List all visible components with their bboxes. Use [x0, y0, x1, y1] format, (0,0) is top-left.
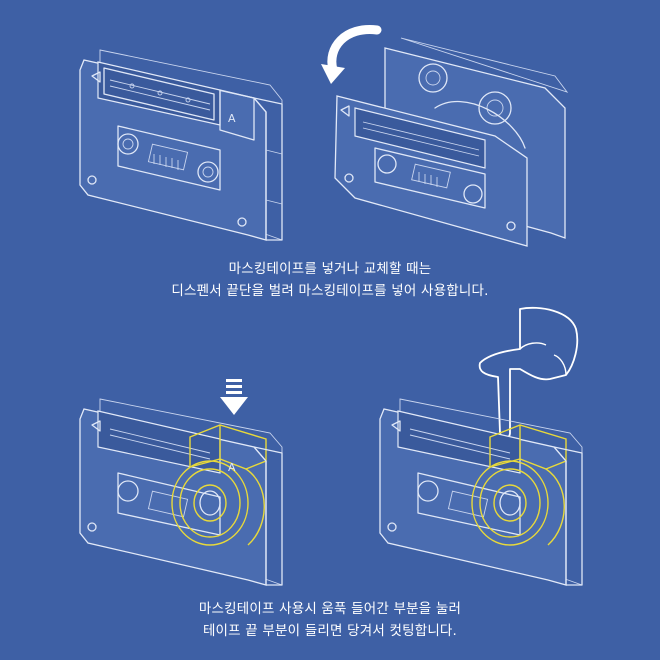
cassette-closed-illustration: A: [79, 49, 283, 241]
step2-caption-line2: 테이프 끝 부분이 들리면 당겨서 컷팅합니다.: [202, 623, 458, 639]
step2-caption-line1: 마스킹테이프 사용시 움푹 들어간 부분을 눌러: [198, 601, 462, 617]
cassette-press-illustration: A: [79, 379, 283, 586]
curved-arrow-icon: [321, 25, 382, 84]
svg-text:A: A: [228, 112, 236, 125]
step2-caption: 마스킹테이프 사용시 움푹 들어간 부분을 눌러 테이프 끝 부분이 들리면 당…: [0, 598, 660, 642]
step1-caption-line1: 마스킹테이프를 넣거나 교체할 때는: [228, 261, 432, 277]
pointing-hand-icon: [478, 306, 579, 440]
svg-text:A: A: [228, 461, 236, 474]
down-arrow-icon: [220, 379, 248, 415]
cassette-cut-illustration: [379, 306, 583, 586]
step1-caption-line2: 디스펜서 끝단을 벌려 마스킹테이프를 넣어 사용합니다.: [171, 283, 489, 299]
step1-caption: 마스킹테이프를 넣거나 교체할 때는 디스펜서 끝단을 벌려 마스킹테이프를 넣…: [0, 258, 660, 302]
cassette-open-illustration: [321, 25, 569, 247]
